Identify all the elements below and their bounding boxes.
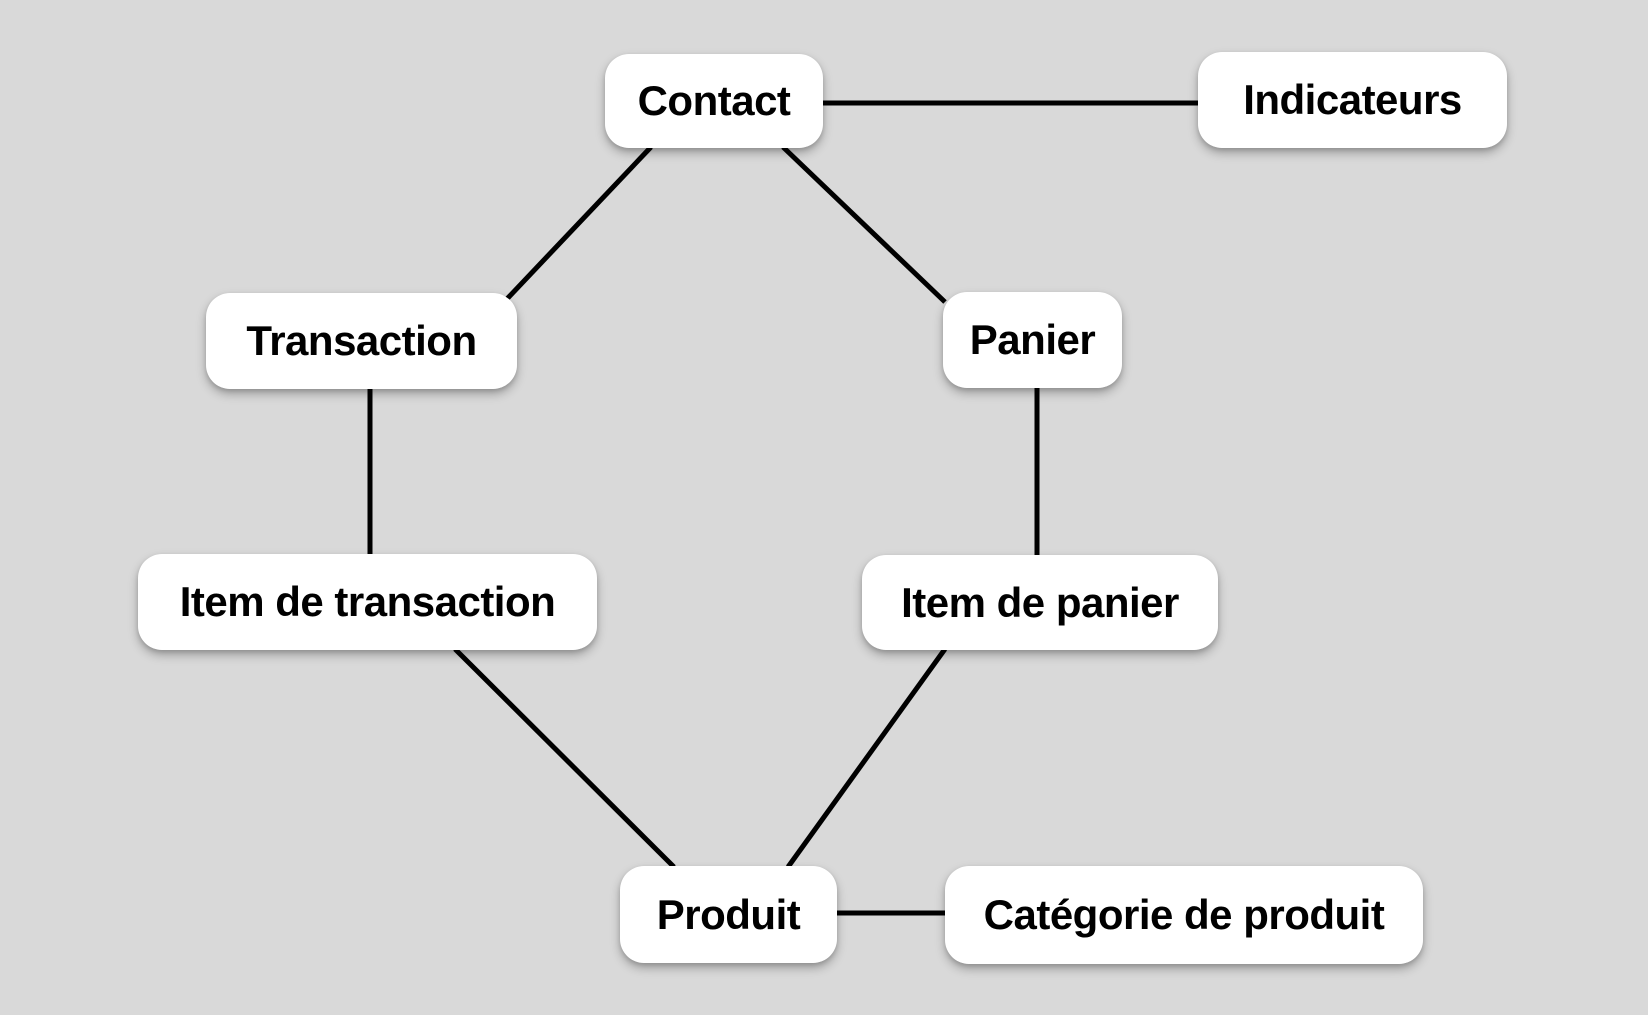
diagram-node-categorie-produit[interactable]: Catégorie de produit xyxy=(945,866,1423,964)
diagram-node-label: Item de transaction xyxy=(179,578,556,625)
edge-contact-panier[interactable] xyxy=(781,145,947,304)
diagram-node-label: Item de panier xyxy=(901,578,1179,626)
diagram-node-produit[interactable]: Produit xyxy=(620,866,837,963)
diagram-node-label: Catégorie de produit xyxy=(983,891,1385,938)
diagram-node-label: Transaction xyxy=(246,317,477,364)
diagram-node-label: Contact xyxy=(637,77,791,124)
diagram-node-panier[interactable]: Panier xyxy=(943,292,1122,388)
diagram-node-label: Panier xyxy=(969,316,1096,363)
diagram-node-item-transaction[interactable]: Item de transaction xyxy=(138,554,597,650)
diagram-node-contact[interactable]: Contact xyxy=(605,54,823,148)
diagram-node-indicateurs[interactable]: Indicateurs xyxy=(1198,52,1507,148)
diagram-node-item-panier[interactable]: Item de panier xyxy=(862,555,1218,650)
edge-item-transaction-produit[interactable] xyxy=(453,647,676,869)
diagram-node-transaction[interactable]: Transaction xyxy=(206,293,517,389)
edge-contact-transaction[interactable] xyxy=(503,145,653,303)
diagram-node-label: Indicateurs xyxy=(1243,76,1462,123)
edge-item-panier-produit[interactable] xyxy=(785,647,948,869)
diagram-node-label: Produit xyxy=(656,890,801,938)
